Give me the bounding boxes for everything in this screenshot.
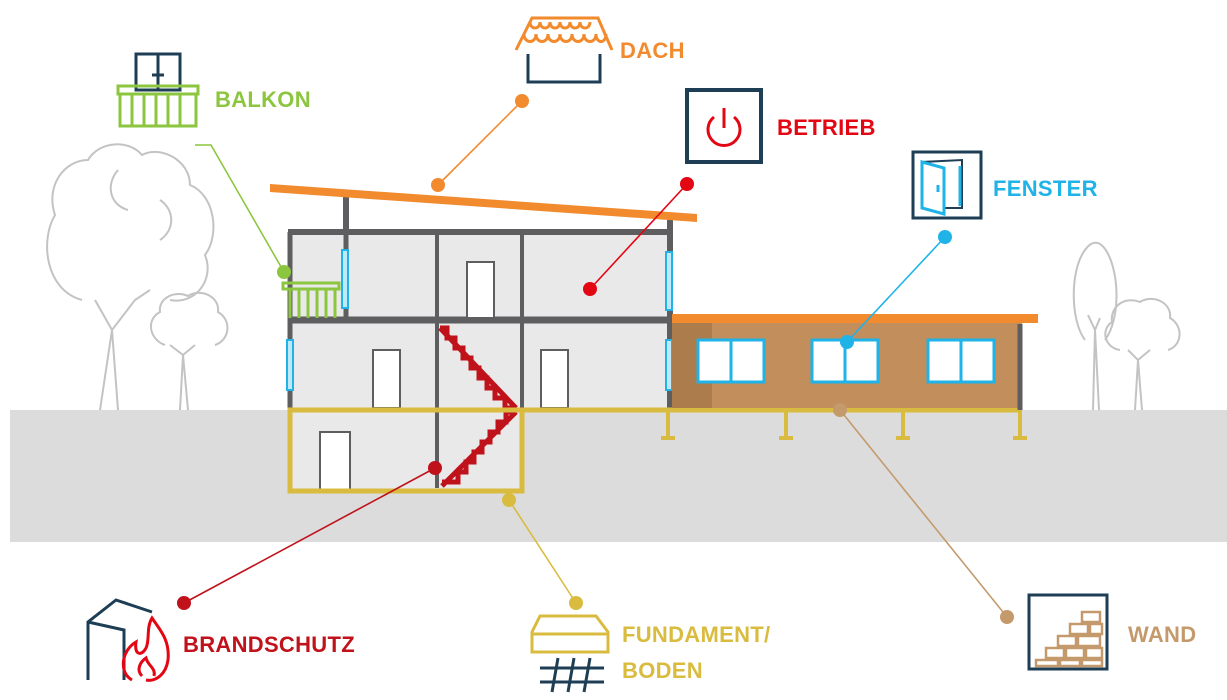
extension-stilts bbox=[661, 410, 1027, 440]
callout-lines bbox=[183, 100, 1008, 618]
balcony-icon bbox=[116, 52, 200, 128]
label-brandschutz: BRANDSCHUTZ bbox=[183, 632, 355, 657]
label-fenster: FENSTER bbox=[993, 176, 1098, 201]
tree-left-large bbox=[46, 143, 215, 411]
tree-left-small bbox=[150, 291, 229, 411]
brick-wall-icon bbox=[1027, 593, 1109, 671]
balcony bbox=[281, 281, 341, 318]
label-wand: WAND bbox=[1128, 622, 1197, 647]
staircase bbox=[438, 325, 518, 488]
tree-right-tall bbox=[1072, 241, 1118, 411]
label-boden: BODEN bbox=[622, 658, 703, 683]
fire-house-icon bbox=[86, 598, 170, 682]
ground bbox=[10, 410, 1227, 542]
main-roof bbox=[270, 184, 697, 222]
window-icon bbox=[911, 150, 983, 220]
label-betrieb: BETRIEB bbox=[777, 115, 876, 140]
extension-roof bbox=[672, 314, 1038, 323]
foundation-outline bbox=[287, 407, 1020, 494]
power-icon bbox=[685, 88, 763, 164]
label-fundament: FUNDAMENT/ bbox=[622, 622, 771, 647]
callout-dots bbox=[177, 94, 1014, 624]
label-balkon: BALKON bbox=[215, 87, 311, 112]
label-dach: DACH bbox=[620, 38, 685, 63]
foundation-icon bbox=[530, 614, 610, 693]
tree-right-small bbox=[1104, 297, 1181, 411]
roof-icon bbox=[514, 16, 614, 84]
